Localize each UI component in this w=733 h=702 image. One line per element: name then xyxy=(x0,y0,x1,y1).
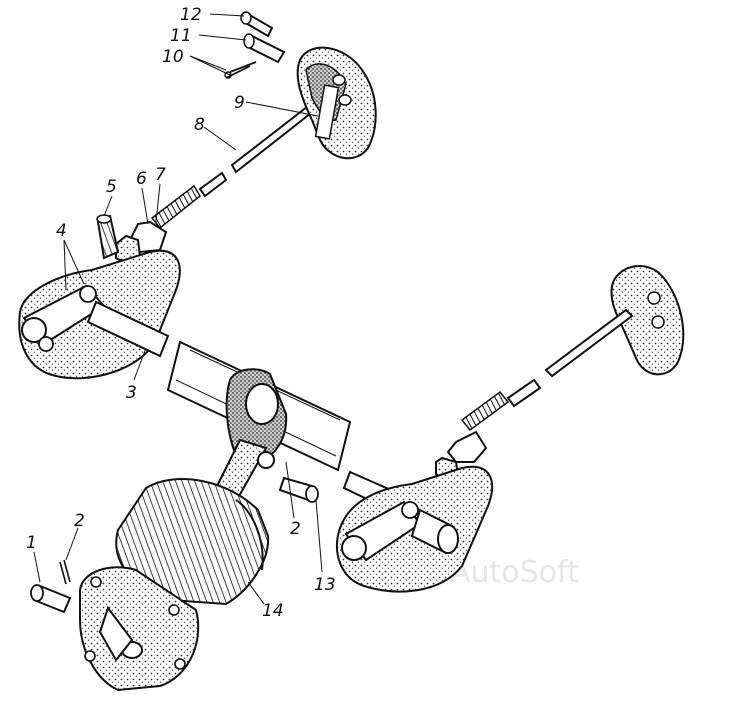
watermark: AutoSoft xyxy=(450,555,579,590)
label-1: 1 xyxy=(26,533,37,553)
label-2-left: 2 xyxy=(74,511,85,531)
right-rod-assembly xyxy=(336,265,685,593)
label-5: 5 xyxy=(106,177,117,197)
label-6: 6 xyxy=(136,169,147,189)
callout-labels: 12 11 10 9 8 5 6 7 4 3 2 13 14 1 2 xyxy=(26,5,336,621)
label-4: 4 xyxy=(56,221,67,241)
label-13: 13 xyxy=(314,575,336,595)
upper-rod-assembly xyxy=(96,11,377,266)
label-9: 9 xyxy=(234,93,245,113)
center-bracket xyxy=(214,368,319,503)
label-14: 14 xyxy=(262,601,284,621)
brake-chamber xyxy=(30,478,270,692)
label-12: 12 xyxy=(180,5,202,25)
label-2-center: 2 xyxy=(290,519,301,539)
label-8: 8 xyxy=(194,115,205,135)
label-3: 3 xyxy=(126,383,137,403)
label-7: 7 xyxy=(155,165,166,185)
label-10: 10 xyxy=(162,47,184,67)
label-11: 11 xyxy=(170,26,192,46)
leader-lines xyxy=(33,13,323,605)
